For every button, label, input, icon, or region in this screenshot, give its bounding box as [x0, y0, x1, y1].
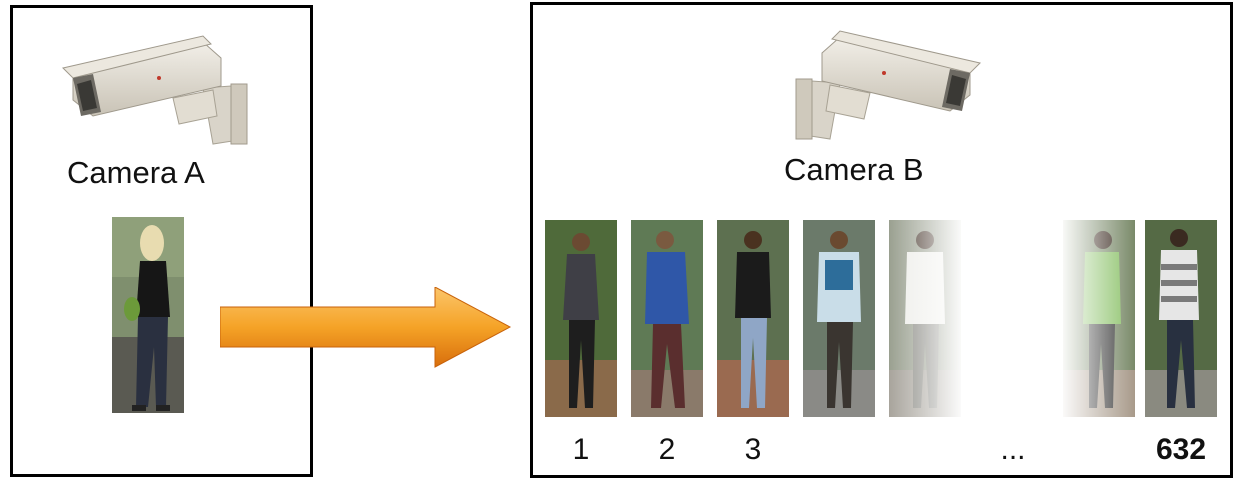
gallery-rank-last: 632: [1155, 433, 1207, 466]
camera-a-panel: Camera A: [10, 5, 313, 477]
gallery-person-image: [1145, 220, 1217, 417]
gallery-person-image: [717, 220, 789, 417]
gallery-person-image: [803, 220, 875, 417]
camera-b-panel: Camera B: [530, 2, 1233, 478]
query-person-image: [112, 217, 184, 413]
arrow-right-icon: [220, 287, 512, 368]
gallery-person-image: [631, 220, 703, 417]
gallery-person-image: [889, 220, 961, 417]
gallery-rank-1: 1: [572, 433, 590, 466]
gallery-rank-2: 2: [658, 433, 676, 466]
gallery-ellipsis: ...: [1000, 433, 1026, 466]
gallery-rank-3: 3: [744, 433, 762, 466]
camera-b-label: Camera B: [784, 152, 924, 187]
gallery-person-image: [545, 220, 617, 417]
security-camera-icon: [62, 35, 248, 145]
camera-a-label: Camera A: [67, 155, 205, 190]
gallery-person-image: [1063, 220, 1135, 417]
security-camera-icon: [795, 30, 981, 140]
